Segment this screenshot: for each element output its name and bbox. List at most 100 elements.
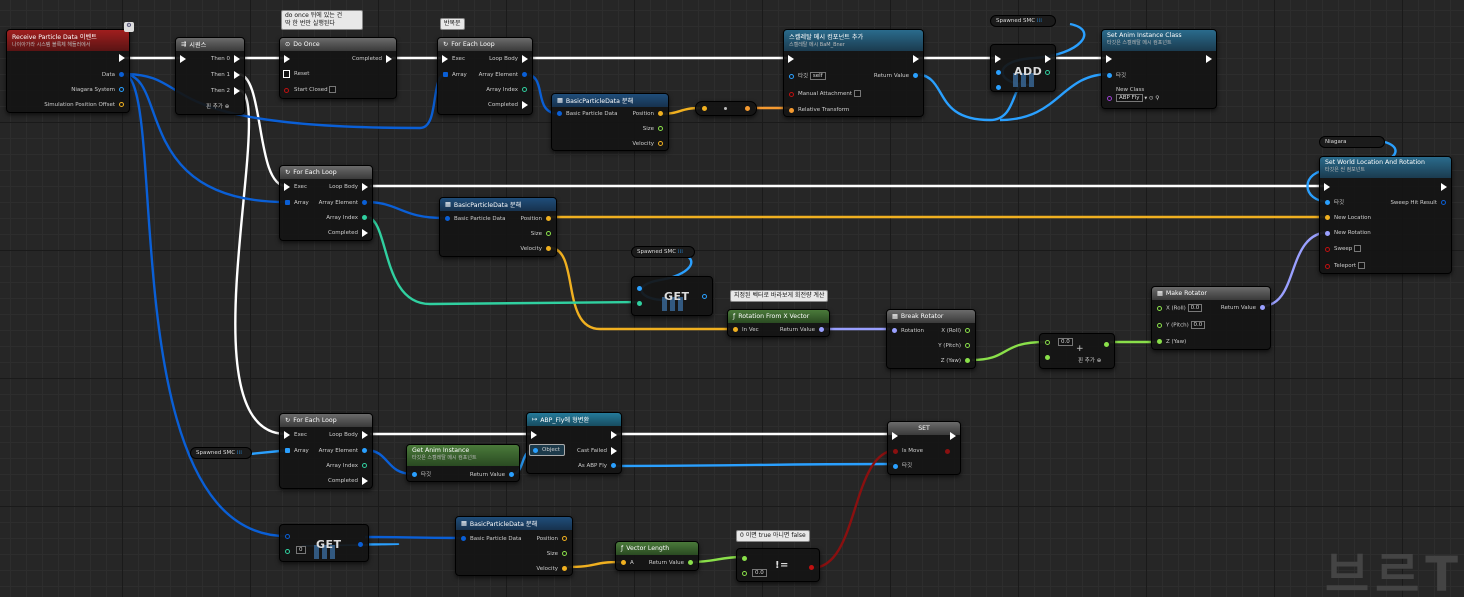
float-pin-icon[interactable]: [1104, 342, 1109, 347]
vector-pin-icon[interactable]: [702, 106, 707, 111]
float-pin-icon[interactable]: [658, 126, 663, 131]
bool-pin-icon[interactable]: [284, 88, 289, 93]
int-pin-icon[interactable]: [1045, 70, 1050, 75]
float-pin-icon[interactable]: [742, 571, 747, 576]
event-node-receive-particle-data[interactable]: Receive Particle Data 이벤트 나이아가라 시스템 블록체 …: [6, 29, 130, 113]
break-rotator-node[interactable]: ▦Break Rotator Rotation X (Roll) Y (Pitc…: [886, 309, 976, 369]
rotator-pin-icon[interactable]: [1325, 231, 1330, 236]
object-pin-icon[interactable]: [611, 463, 616, 468]
browse-icon[interactable]: ⊙: [1148, 95, 1154, 102]
object-pin-highlight[interactable]: Object: [529, 444, 565, 456]
float-pin-icon[interactable]: [1045, 340, 1050, 345]
exec-in-pin[interactable]: [284, 431, 290, 439]
class-pin-icon[interactable]: [1107, 96, 1112, 101]
transform-pin-icon[interactable]: [745, 106, 750, 111]
comment-rotation[interactable]: 지정된 벡터로 바라보게 회전량 계산: [730, 290, 829, 302]
rotator-pin-icon[interactable]: [892, 328, 897, 333]
exec-out-pin[interactable]: [362, 431, 368, 439]
struct-pin-icon[interactable]: [1441, 200, 1446, 205]
cast-to-abp-fly-node[interactable]: ↦ABP_Fly에 형변환 Object Cast Failed As ABP …: [526, 412, 622, 474]
exec-in-pin[interactable]: [180, 55, 186, 63]
exec-in-pin[interactable]: [284, 55, 290, 63]
set-is-move-node[interactable]: SET Is Move 타깃: [887, 421, 961, 475]
exec-in-pin[interactable]: [531, 431, 537, 439]
exec-out-pin[interactable]: [1045, 55, 1051, 63]
bool-pin-icon[interactable]: [1325, 247, 1330, 252]
vector-pin-icon[interactable]: [546, 246, 551, 251]
teleport-checkbox[interactable]: [1357, 262, 1365, 269]
variable-spawned-smc-3[interactable]: Spawned SMC ⁞⁞⁞: [190, 447, 252, 459]
comment-not-equal[interactable]: 0 이면 true 아니면 false: [736, 530, 810, 542]
get-anim-instance-node[interactable]: Get Anim Instance 타깃은 스켈레탈 메시 컴포넌트 타깃 Re…: [406, 444, 520, 482]
chevron-down-icon[interactable]: ▾: [1144, 95, 1148, 102]
bool-pin-icon[interactable]: [893, 449, 898, 454]
exec-out-pin[interactable]: [522, 101, 528, 109]
sweep-checkbox[interactable]: [1354, 245, 1361, 252]
object-pin-icon[interactable]: [362, 448, 367, 453]
sequence-node[interactable]: ⇶시퀀스 Then 0 Then 1 Then 2 핀 추가 ⊕: [175, 37, 245, 115]
struct-pin-icon[interactable]: [445, 216, 450, 221]
float-pin-icon[interactable]: [688, 560, 693, 565]
vector-pin-icon[interactable]: [562, 536, 567, 541]
exec-out-pin[interactable]: [611, 431, 617, 439]
add-pin-button[interactable]: 핀 추가 ⊕: [1078, 358, 1102, 364]
int-pin-icon[interactable]: [637, 301, 642, 306]
exec-out-pin[interactable]: [1206, 55, 1212, 63]
exec-out-pin[interactable]: [950, 432, 956, 440]
break-particle-data-node-2[interactable]: ▦BasicParticleData 분해 Basic Particle Dat…: [439, 197, 557, 257]
exec-out-pin[interactable]: [362, 183, 368, 191]
comment-loop[interactable]: 반복문: [440, 18, 465, 30]
array-pin-icon[interactable]: [637, 286, 642, 291]
exec-in-pin[interactable]: [442, 55, 448, 63]
for-each-loop-node-2[interactable]: ↻For Each Loop Exec Array Loop Body Arra…: [279, 165, 373, 241]
exec-in-pin[interactable]: [995, 55, 1001, 63]
bool-pin-icon[interactable]: [1325, 264, 1330, 269]
vector-pin-icon[interactable]: [546, 216, 551, 221]
exec-out-pin[interactable]: [522, 55, 528, 63]
get-index-field[interactable]: 0: [296, 546, 306, 554]
transform-pin-icon[interactable]: [789, 108, 794, 113]
float-pin-icon[interactable]: [1157, 339, 1162, 344]
array-get-node-1[interactable]: GET: [631, 276, 713, 316]
y-pitch-field[interactable]: 0.0: [1190, 321, 1206, 329]
exec-in-pin[interactable]: [284, 183, 290, 191]
break-particle-data-node-3[interactable]: ▦BasicParticleData 분해 Basic Particle Dat…: [455, 516, 573, 576]
for-each-loop-node-1[interactable]: ↻For Each Loop Exec Array Loop Body Arra…: [437, 37, 533, 115]
manual-attachment-checkbox[interactable]: [853, 90, 861, 97]
array-get-node-2[interactable]: GET 0: [279, 524, 369, 562]
int-pin-icon[interactable]: [362, 215, 367, 220]
not-equal-value-field[interactable]: 0.0: [752, 569, 767, 577]
object-pin-icon[interactable]: [702, 294, 707, 299]
struct-pin-icon[interactable]: [362, 200, 367, 205]
start-closed-checkbox[interactable]: [329, 86, 337, 93]
break-particle-data-node-1[interactable]: ▦BasicParticleData 분해 Basic Particle Dat…: [551, 93, 669, 151]
exec-in-pin[interactable]: [283, 70, 290, 78]
float-pin-icon[interactable]: [1045, 355, 1050, 360]
exec-in-pin[interactable]: [1106, 55, 1112, 63]
float-pin-icon[interactable]: [965, 328, 970, 333]
exec-in-pin[interactable]: [1324, 183, 1330, 191]
exec-out-pin[interactable]: [234, 87, 240, 95]
rotator-pin-icon[interactable]: [1260, 305, 1265, 310]
exec-in-pin[interactable]: [788, 55, 794, 63]
float-pin-icon[interactable]: [1157, 306, 1162, 311]
bool-pin-icon[interactable]: [789, 92, 794, 97]
exec-out-pin[interactable]: [611, 447, 617, 455]
float-pin-icon[interactable]: [965, 358, 970, 363]
exec-out-pin[interactable]: [234, 55, 240, 63]
variable-niagara[interactable]: Niagara: [1319, 136, 1385, 148]
array-pin-icon[interactable]: [285, 534, 290, 539]
float-pin-icon[interactable]: [562, 551, 567, 556]
do-once-node[interactable]: ⊙Do Once Completed Reset Start Closed: [279, 37, 397, 99]
exec-out-pin[interactable]: [362, 229, 368, 237]
object-pin-icon[interactable]: [996, 85, 1001, 90]
make-transform-node[interactable]: [695, 101, 757, 116]
float-pin-icon[interactable]: [1157, 323, 1162, 328]
array-pin-icon[interactable]: [996, 70, 1001, 75]
object-pin-icon[interactable]: [1325, 200, 1330, 205]
add-float-node[interactable]: 0.0 + 핀 추가 ⊕: [1039, 333, 1115, 369]
set-world-location-rotation-node[interactable]: Set World Location And Rotation 타깃은 씬 컴포…: [1319, 156, 1452, 274]
struct-pin-icon[interactable]: [461, 536, 466, 541]
